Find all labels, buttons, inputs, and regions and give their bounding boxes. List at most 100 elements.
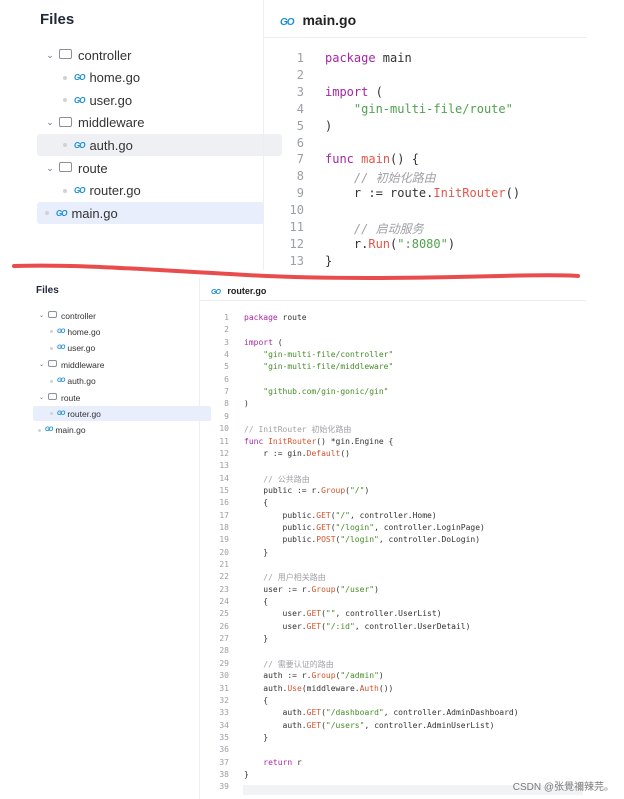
line-number: 9 bbox=[224, 411, 229, 421]
folder-item[interactable]: ⌄controller bbox=[33, 308, 199, 323]
line-number: 2 bbox=[224, 325, 229, 335]
line-number: 3 bbox=[224, 337, 229, 347]
code-line[interactable]: public.POST("/login", controller.DoLogin… bbox=[244, 535, 481, 545]
code-line[interactable]: "gin-multi-file/controller" bbox=[263, 350, 394, 360]
go-file-icon: GO bbox=[74, 186, 85, 196]
code-line[interactable]: public.GET("/", controller.Home) bbox=[244, 510, 437, 520]
folder-item[interactable]: ⌄middleware bbox=[37, 112, 264, 134]
code-line[interactable]: } bbox=[244, 732, 269, 742]
code-line[interactable]: "gin-multi-file/route" bbox=[353, 101, 513, 116]
code-line[interactable]: { bbox=[244, 498, 269, 508]
code-line[interactable]: user := r.Group("/user") bbox=[244, 584, 379, 594]
code-line[interactable]: user.GET("/:id", controller.UserDetail) bbox=[244, 621, 471, 631]
code-line[interactable]: func InitRouter() *gin.Engine { bbox=[244, 436, 394, 446]
code-line[interactable]: // 需要认证的路由 bbox=[263, 659, 334, 669]
code-line[interactable]: // 启动服务 bbox=[353, 222, 424, 236]
code-line[interactable]: // 初始化路由 bbox=[353, 171, 436, 186]
code-line[interactable]: import ( bbox=[325, 84, 383, 99]
line-number: 9 bbox=[296, 186, 304, 201]
line-number: 5 bbox=[224, 362, 229, 372]
line-number: 14 bbox=[219, 473, 229, 483]
go-file-icon: GO bbox=[56, 208, 67, 218]
code-line[interactable]: // 用户相关路由 bbox=[263, 573, 326, 583]
code-line[interactable]: // 公共路由 bbox=[263, 474, 310, 484]
code-line[interactable]: } bbox=[325, 253, 333, 268]
code-line[interactable]: // InitRouter 初始化路由 bbox=[244, 425, 352, 435]
editor-tab[interactable]: GO router.go bbox=[211, 286, 266, 296]
tree-item-label: router.go bbox=[67, 408, 101, 419]
line-number: 35 bbox=[219, 732, 229, 742]
code-line[interactable]: public := r.Group("/") bbox=[244, 485, 370, 495]
folder-item[interactable]: ⌄route bbox=[33, 390, 199, 405]
code-line[interactable]: } bbox=[244, 769, 249, 779]
code-line[interactable]: package route bbox=[244, 313, 307, 322]
tree-dot-icon bbox=[50, 330, 53, 334]
line-number: 37 bbox=[219, 757, 229, 767]
chevron-down-icon[interactable]: ⌄ bbox=[38, 362, 45, 369]
chevron-down-icon[interactable]: ⌄ bbox=[46, 49, 54, 60]
code-line[interactable]: "github.com/gin-gonic/gin" bbox=[263, 387, 389, 397]
folder-item[interactable]: ⌄route bbox=[37, 157, 264, 179]
file-item[interactable]: GO home.go bbox=[37, 67, 282, 89]
line-number: 28 bbox=[219, 646, 229, 656]
code-line[interactable]: } bbox=[244, 634, 269, 644]
tree-item-label: controller bbox=[78, 47, 132, 63]
code-line[interactable]: auth.GET("/dashboard", controller.AdminD… bbox=[244, 708, 519, 718]
code-line[interactable]: r.Run(":8080") bbox=[325, 236, 456, 251]
tab-divider bbox=[199, 300, 586, 301]
editor-tab-label: router.go bbox=[227, 286, 267, 296]
code-line[interactable]: r := gin.Default() bbox=[244, 448, 350, 458]
editor-tab-label: main.go bbox=[302, 12, 357, 28]
go-file-icon: GO bbox=[74, 140, 85, 150]
code-line[interactable]: ) bbox=[325, 118, 333, 133]
line-number: 13 bbox=[289, 253, 304, 268]
chevron-down-icon[interactable]: ⌄ bbox=[46, 162, 54, 173]
chevron-down-icon[interactable]: ⌄ bbox=[38, 313, 45, 319]
code-line[interactable]: package main bbox=[325, 51, 412, 65]
code-line[interactable]: r := route.InitRouter() bbox=[325, 186, 521, 201]
code-line[interactable]: { bbox=[244, 695, 269, 705]
go-file-icon: GO bbox=[280, 17, 295, 28]
line-number: 29 bbox=[219, 658, 229, 668]
go-file-icon: GO bbox=[57, 378, 65, 385]
code-line[interactable]: auth.Use(middleware.Auth()) bbox=[244, 683, 394, 693]
line-number: 10 bbox=[219, 424, 229, 434]
panel-divider bbox=[263, 0, 264, 270]
folder-icon bbox=[59, 116, 72, 127]
watermark: CSDN @张覺禰辣芫。 bbox=[512, 782, 614, 793]
code-line[interactable]: auth.GET("/users", controller.AdminUserL… bbox=[244, 720, 495, 730]
code-line[interactable]: user.GET("", controller.UserList) bbox=[244, 609, 442, 619]
line-number: 7 bbox=[224, 387, 229, 397]
go-file-icon: GO bbox=[57, 328, 65, 335]
code-line[interactable]: { bbox=[244, 597, 269, 607]
code-line[interactable]: } bbox=[244, 547, 269, 557]
line-number: 6 bbox=[296, 135, 304, 150]
chevron-down-icon[interactable]: ⌄ bbox=[38, 395, 45, 401]
editor-tab[interactable]: GO main.go bbox=[280, 12, 356, 28]
code-line[interactable]: public.GET("/login", controller.LoginPag… bbox=[244, 522, 485, 532]
line-number: 7 bbox=[296, 152, 304, 167]
line-number: 11 bbox=[219, 436, 229, 446]
code-line[interactable]: "gin-multi-file/middleware" bbox=[263, 362, 394, 372]
code-line[interactable]: auth := r.Group("/admin") bbox=[244, 671, 384, 681]
go-file-icon: GO bbox=[74, 73, 85, 83]
code-line[interactable]: ) bbox=[244, 399, 249, 409]
folder-item[interactable]: ⌄middleware bbox=[33, 357, 199, 372]
code-line[interactable]: func main() { bbox=[325, 152, 419, 167]
red-divider-stroke bbox=[12, 263, 580, 280]
folder-item[interactable]: ⌄ controller bbox=[37, 44, 264, 66]
code-line[interactable]: import ( bbox=[244, 337, 283, 347]
line-number: 24 bbox=[219, 597, 229, 607]
chevron-down-icon[interactable]: ⌄ bbox=[46, 117, 54, 128]
tree-item-label: home.go bbox=[89, 70, 141, 86]
code-line[interactable]: return r bbox=[263, 757, 302, 767]
